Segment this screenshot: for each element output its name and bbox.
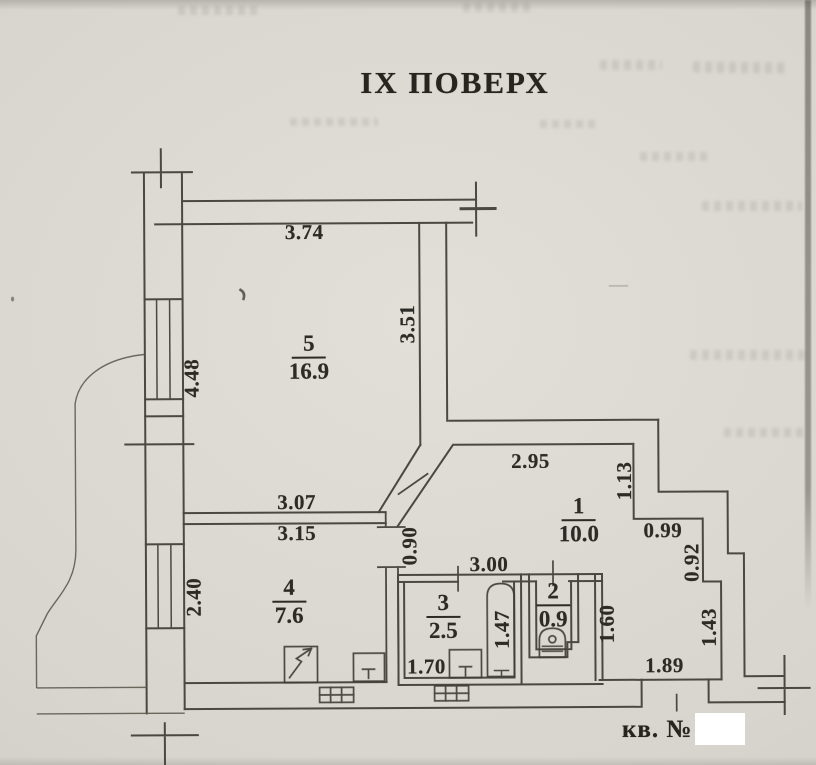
room-number: 5	[291, 331, 326, 359]
room-number: 3	[426, 590, 460, 618]
vent-grid-icon	[433, 684, 470, 702]
dim-label: 1.70	[407, 654, 446, 679]
dim-label: 3.07	[277, 489, 317, 515]
room-label-5: 5 16.9	[288, 331, 330, 384]
bleed-through-smudge	[600, 60, 662, 70]
room-number: 2	[536, 578, 570, 607]
bleed-through-smudge	[702, 201, 802, 211]
bleed-through-smudge	[640, 152, 712, 161]
room-label-4: 4 7.6	[272, 575, 306, 628]
diagonal-wall	[377, 443, 454, 528]
bleed-through-smudge	[463, 3, 533, 12]
dim-label: 3.51	[395, 304, 420, 344]
kitchen-sink-icon	[352, 652, 386, 683]
bathtub-icon	[486, 582, 516, 678]
dim-label: 2.40	[181, 577, 206, 617]
dim-label: 1.43	[696, 607, 721, 647]
stove-icon	[283, 645, 319, 684]
bleed-through-smudge	[540, 120, 600, 128]
bleed-through-smudge	[178, 6, 260, 15]
walls	[124, 148, 811, 765]
redacted-apartment-number	[695, 713, 745, 745]
window-icon	[157, 543, 173, 630]
dim-label: 1.60	[594, 604, 619, 644]
speck	[10, 296, 15, 302]
dim-label: 0.90	[397, 526, 422, 566]
room-area: 0.9	[538, 606, 568, 632]
pen-mark	[238, 288, 246, 301]
dim-label: 2.95	[510, 448, 550, 473]
bleed-through-smudge	[290, 118, 378, 126]
dim-label: 0.92	[679, 543, 704, 582]
dim-label: 3.00	[469, 551, 509, 577]
dim-label: 1.13	[611, 461, 637, 501]
bleed-through-smudge	[724, 428, 806, 437]
balcony-outline	[35, 353, 185, 715]
dim-label: 3.15	[277, 520, 317, 546]
scan-edge-shadow	[805, 0, 811, 610]
room-label-1: 1 10.0	[558, 493, 599, 547]
room-area: 16.9	[288, 358, 330, 384]
room-area: 10.0	[558, 521, 599, 547]
washbasin-icon	[448, 648, 483, 679]
dim-label: 3.74	[284, 219, 324, 245]
wall-break-tick	[130, 722, 199, 765]
room-number: 4	[272, 575, 306, 603]
window-icon	[155, 298, 171, 401]
room-label-2: 2 0.9	[536, 578, 570, 632]
dim-label: 0.99	[643, 518, 683, 543]
dim-label: 4.48	[179, 358, 204, 398]
apartment-number-caption: кв. №	[622, 716, 693, 743]
room-area: 7.6	[274, 602, 304, 628]
toilet-icon	[538, 627, 567, 659]
dim-label: 1.89	[645, 653, 684, 678]
room-number: 1	[561, 493, 596, 522]
vent-grid-icon	[318, 686, 355, 704]
entrance-door-opening	[183, 678, 786, 711]
room-label-3: 3 2.5	[426, 590, 460, 643]
page-title: IX ПОВЕРХ	[360, 65, 550, 100]
wall-break-tick	[757, 655, 811, 716]
bleed-through-smudge	[690, 350, 805, 360]
room-area: 2.5	[428, 617, 458, 643]
door-mark	[397, 472, 429, 496]
dim-label: 1.47	[489, 610, 514, 649]
